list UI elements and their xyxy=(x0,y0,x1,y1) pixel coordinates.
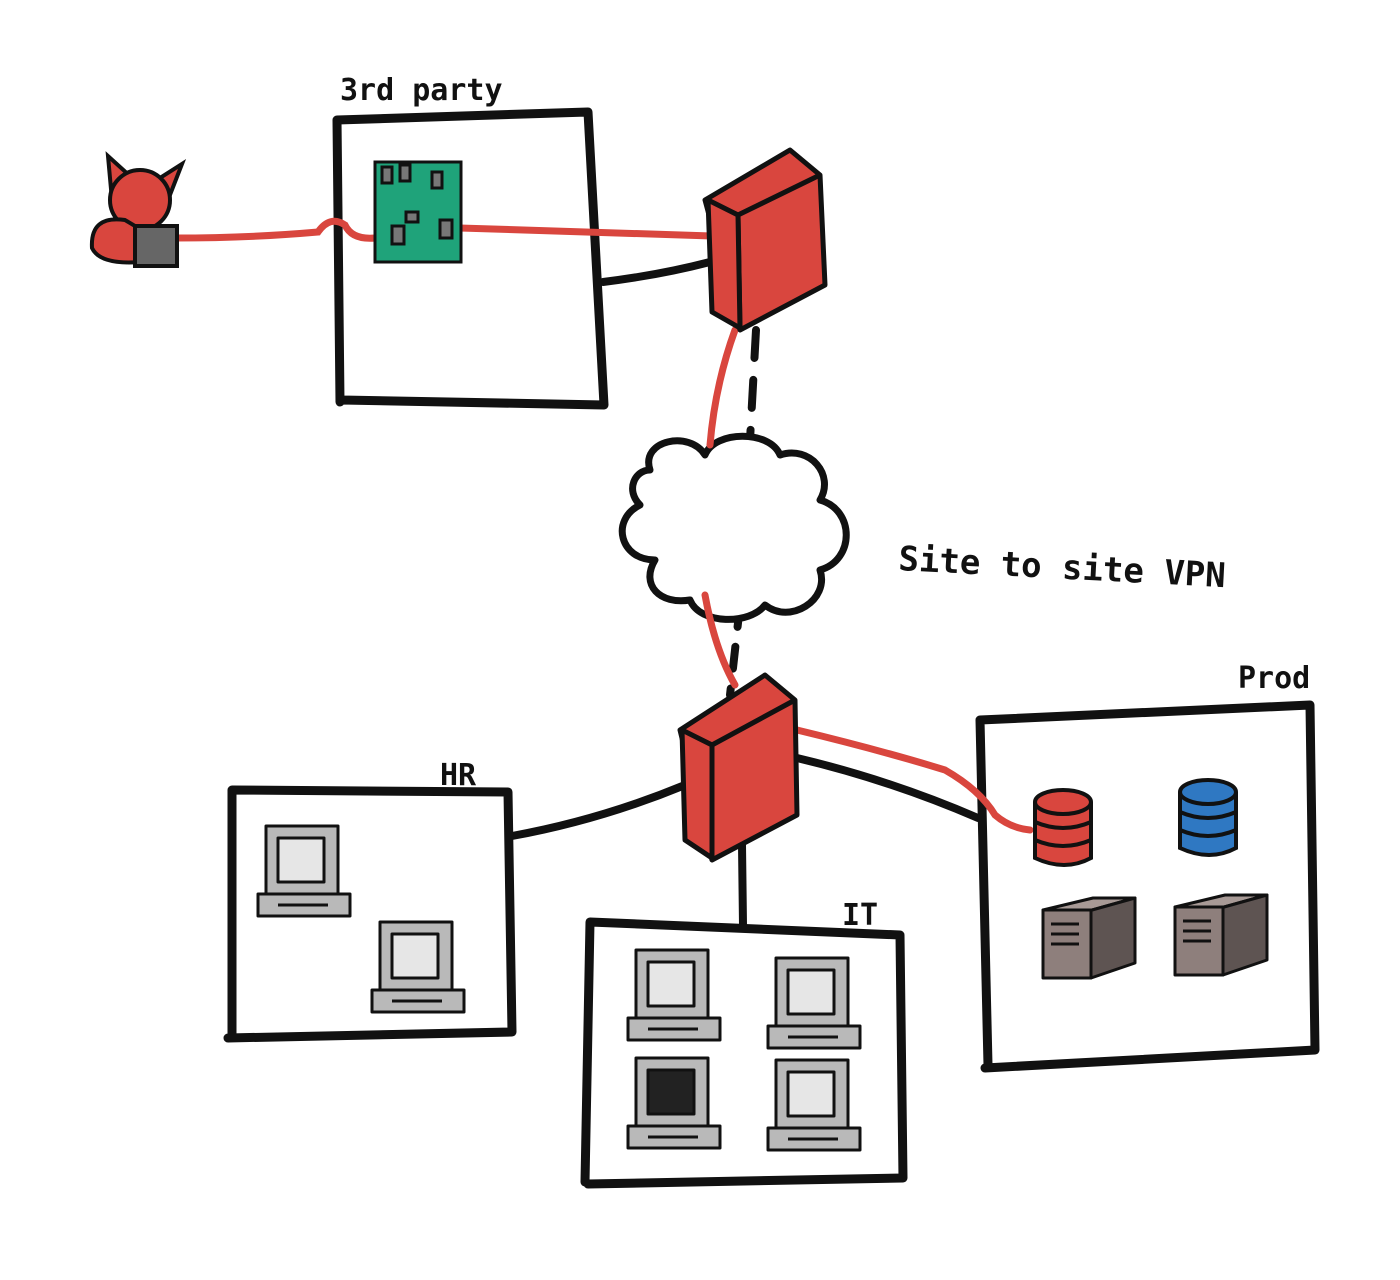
circuit-board-icon xyxy=(373,160,463,264)
zone-it-box xyxy=(580,917,908,1189)
vpn-tunnel-top xyxy=(746,326,760,444)
devil-hacker-icon xyxy=(89,151,187,268)
link-firewall-it xyxy=(738,841,747,929)
computer-icon xyxy=(370,920,466,1014)
server-icon xyxy=(1041,896,1137,980)
server-icon xyxy=(1173,893,1269,977)
attack-path-to-third-party xyxy=(171,217,716,242)
laptop-icon xyxy=(133,224,179,268)
firewall-icon xyxy=(677,672,800,863)
attack-path-through-vpn xyxy=(701,326,739,689)
link-firewall-prod xyxy=(793,754,982,822)
zone-label-it: IT xyxy=(842,898,878,933)
computer-icon xyxy=(626,1056,722,1150)
cloud-icon xyxy=(618,432,850,623)
zone-label-third-party: 3rd party xyxy=(340,73,503,108)
database-icon xyxy=(1178,778,1238,857)
zone-prod-box xyxy=(975,700,1320,1073)
firewall-icon xyxy=(702,147,828,333)
link-third-party-firewall xyxy=(599,258,714,286)
zone-hr-box xyxy=(223,785,517,1043)
zone-label-hr: HR xyxy=(440,758,477,793)
computer-icon xyxy=(256,824,352,918)
computer-icon xyxy=(766,956,862,1050)
zone-label-prod: Prod xyxy=(1238,661,1310,696)
vpn-label: Site to site VPN xyxy=(898,539,1227,596)
computer-icon xyxy=(766,1058,862,1152)
attack-path-to-prod-db xyxy=(793,726,1034,834)
zone-third-party-box xyxy=(332,107,609,410)
computer-icon xyxy=(626,948,722,1042)
link-firewall-hr xyxy=(508,781,689,840)
database-icon xyxy=(1033,788,1093,867)
